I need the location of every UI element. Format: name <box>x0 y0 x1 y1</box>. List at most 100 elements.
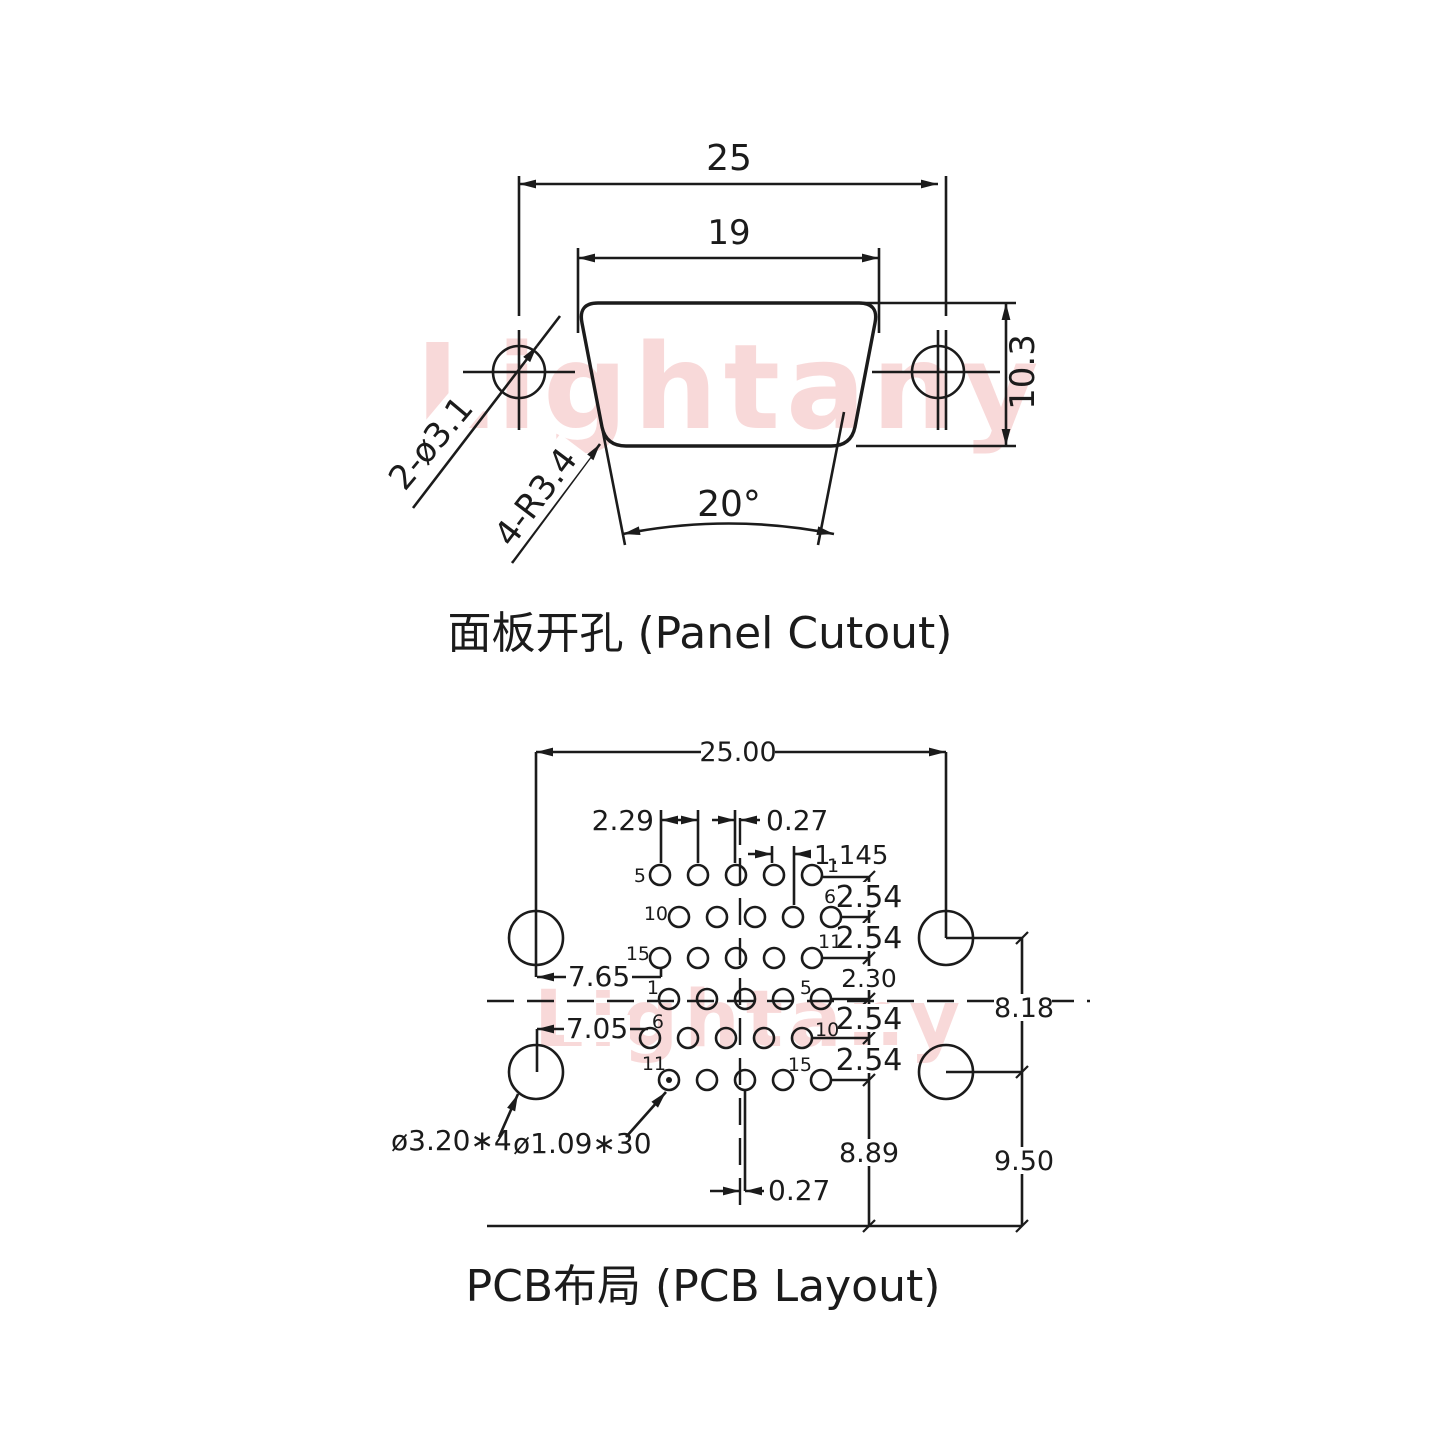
pin-hole <box>638 1026 662 1050</box>
pin-row-5 <box>638 1026 814 1050</box>
dim-text-left-top: 7.65 <box>568 960 630 993</box>
pin-hole <box>686 946 710 970</box>
pcb-layout-drawing: 25.00 2.29 0.27 1.145 2.54 2.54 2.30 2.5… <box>391 737 1090 1312</box>
leader-mount-hole-tail <box>535 315 562 347</box>
label-pin-hole-spec: ø1.09∗30 <box>513 1127 652 1160</box>
pin-hole <box>705 905 729 929</box>
text-gap <box>701 738 775 765</box>
pin-hole <box>762 863 786 887</box>
dsub-cutout-outline <box>579 301 878 448</box>
text-gap <box>840 882 898 910</box>
panel-extension-lines <box>463 176 1016 546</box>
pin-label: 10 <box>644 903 668 925</box>
pin-hole <box>714 1026 738 1050</box>
pin-hole <box>686 863 710 887</box>
leader-pcb-pin-hole <box>625 1091 667 1138</box>
dim-text-left-bottom: 7.05 <box>566 1012 628 1045</box>
pin-label: 6 <box>652 1011 664 1033</box>
pin-hole <box>648 946 672 970</box>
text-gap <box>840 1045 898 1073</box>
dim-text-mount-span: 8.18 <box>994 993 1054 1024</box>
dim-text-pin-pitch: 2.29 <box>592 804 654 837</box>
dim-text-row-gap-3: 2.30 <box>841 964 897 993</box>
svg-text:4-R3.4: 4-R3.4 <box>487 441 586 554</box>
panel-mount-hole-left <box>491 344 547 400</box>
pin-row-6 <box>657 1068 833 1092</box>
pin-hole <box>743 905 767 929</box>
pin-row-2 <box>667 905 843 929</box>
pin-hole <box>648 863 672 887</box>
dim-text-height: 10.3 <box>1003 334 1043 410</box>
pin-hole <box>819 905 843 929</box>
pcb-layout-title: PCB布局 (PCB Layout) <box>466 1261 941 1312</box>
dim-text-angle: 20° <box>697 484 761 525</box>
pin-row-1 <box>648 863 824 887</box>
pcb-mount-hole-bottom-right <box>917 1043 975 1101</box>
text-gap <box>841 1139 897 1166</box>
dim-text-inner-width: 19 <box>707 213 750 253</box>
pin-hole <box>781 905 805 929</box>
pin-hole <box>771 1068 795 1092</box>
pin-hole <box>809 1068 833 1092</box>
dim-text-offset-top: 0.27 <box>766 804 828 837</box>
dim-text-row-gap-5: 2.54 <box>836 1043 903 1078</box>
pin-hole <box>695 987 719 1011</box>
leader-pcb-mount-hole <box>497 1093 520 1138</box>
dim-text-offset-bottom: 0.27 <box>768 1174 830 1207</box>
text-gap <box>996 994 1052 1021</box>
pin-hole-center-dot <box>666 1077 672 1083</box>
pin-label: 5 <box>800 977 812 999</box>
pcb-mount-hole-top-left <box>507 909 565 967</box>
pin-label: 11 <box>642 1053 666 1075</box>
panel-mount-hole-right <box>910 344 966 400</box>
pin-hole <box>724 863 748 887</box>
dim-text-half-pitch: 1.145 <box>814 841 888 871</box>
label-mount-hole-spec: ø3.20∗4 <box>391 1124 512 1157</box>
pin-hole <box>733 1068 757 1092</box>
text-gap <box>996 1147 1052 1174</box>
dim-text-board-width: 25.00 <box>699 737 776 768</box>
pin-hole <box>790 1026 814 1050</box>
pin-hole <box>771 987 795 1011</box>
pin-label: 10 <box>815 1019 839 1041</box>
pin-hole <box>752 1026 776 1050</box>
text-gap <box>845 966 895 990</box>
dim-text-outer-width: 25 <box>706 138 752 179</box>
dim-arc-angle <box>622 522 835 536</box>
pin-hole <box>724 946 748 970</box>
dimension-ticks <box>862 870 1029 1233</box>
pin-hole <box>676 1026 700 1050</box>
pin-hole <box>695 1068 719 1092</box>
pin-hole <box>809 987 833 1011</box>
pin-hole <box>733 987 757 1011</box>
pin-label: 11 <box>818 931 842 953</box>
leader-corner-radius <box>510 443 602 564</box>
dim-text-row-gap-2: 2.54 <box>836 921 903 956</box>
dim-text-row-to-edge: 8.89 <box>839 1138 899 1169</box>
text-gap <box>564 1015 630 1042</box>
pin-hole <box>762 946 786 970</box>
dim-text-row-gap-1: 2.54 <box>836 880 903 915</box>
dim-text-mount-to-edge: 9.50 <box>994 1146 1054 1177</box>
panel-cutout-drawing: 25 19 10.3 20° 2-ø3.1 4-R3.4 面板开孔 (Panel… <box>378 138 1043 659</box>
pin-label: 15 <box>626 943 650 965</box>
pin-hole <box>667 905 691 929</box>
pin-hole <box>800 946 824 970</box>
pin-label: 5 <box>634 865 646 887</box>
pin-row-3 <box>648 946 824 970</box>
pcb-mount-hole-bottom-left <box>507 1043 565 1101</box>
pin-row-4 <box>657 987 833 1011</box>
pcb-mount-hole-top-right <box>917 909 975 967</box>
dim-text-row-gap-4: 2.54 <box>836 1002 903 1037</box>
pin-hole <box>657 987 681 1011</box>
pin-hole <box>657 1068 681 1092</box>
watermark-top: Lightany <box>415 318 1044 456</box>
text-gap <box>840 1004 898 1032</box>
text-gap <box>840 923 898 951</box>
pin-label: 15 <box>788 1054 812 1076</box>
leader-mount-hole-dia <box>411 345 539 509</box>
pin-label: 1 <box>827 855 839 877</box>
pin-label: 6 <box>824 886 836 908</box>
